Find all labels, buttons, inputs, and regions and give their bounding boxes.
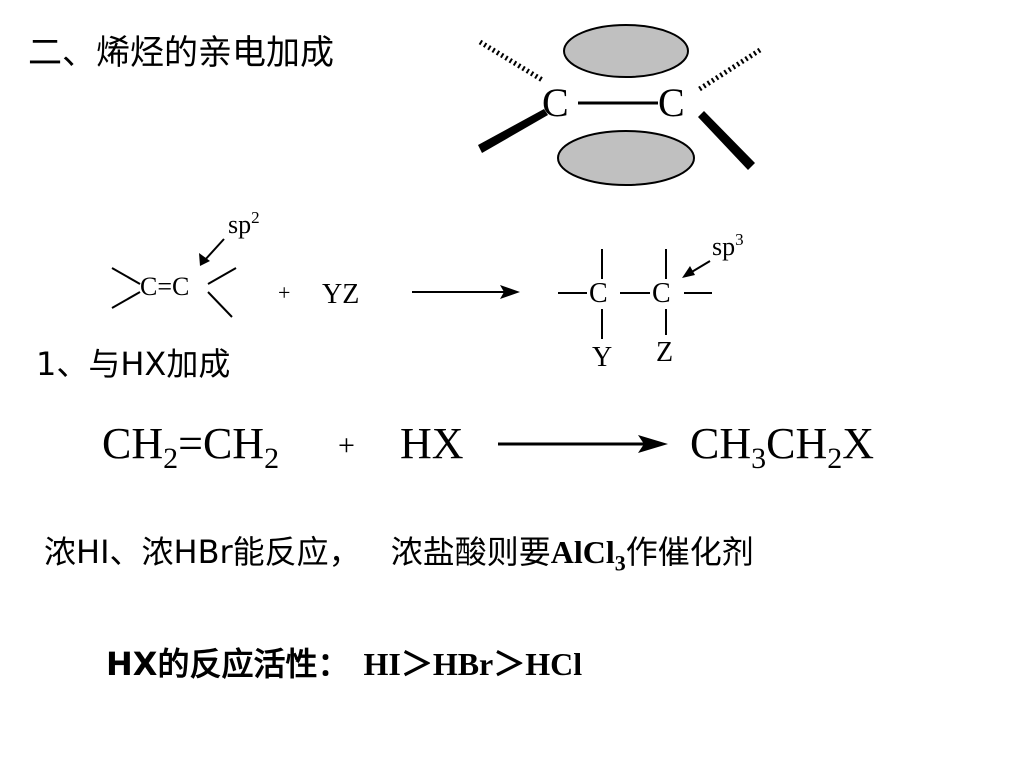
dashed-bond-left	[478, 39, 546, 84]
hx-equation-reagent: HX	[400, 419, 464, 468]
product-y: Y	[592, 342, 612, 373]
product-carbon-2: C	[652, 278, 671, 309]
product-z: Z	[656, 337, 673, 368]
wedge-bond-left	[478, 109, 548, 153]
wedge-bond-right	[698, 111, 755, 170]
sp2-label: sp2	[228, 208, 260, 239]
section-title-hx-addition: 1、与HX加成	[36, 345, 231, 383]
carbon-right-label: C	[658, 80, 685, 125]
product-carbon-1: C	[589, 278, 608, 309]
reagent-yz: YZ	[322, 279, 359, 310]
alkene-label: C=C	[140, 272, 189, 301]
sp2-arrowhead	[199, 253, 210, 266]
dashed-bond-right	[696, 47, 762, 93]
hx-equation-product: CH3CH2X	[690, 419, 875, 475]
hx-equation-reactant: CH2=CH2	[102, 419, 280, 475]
hx-equation-plus: +	[338, 429, 355, 462]
page-title: 二、烯烃的亲电加成	[28, 33, 334, 73]
general-addition-scheme: C=C sp2 + YZ C C Y Z sp3	[111, 208, 744, 373]
sp3-arrowhead	[682, 266, 695, 278]
hx-reactivity-order: HX的反应活性：HI＞HBr＞HCl	[106, 645, 583, 683]
pi-bond-orbital-diagram: C C	[478, 24, 762, 186]
pi-orbital-upper-lobe	[563, 24, 689, 78]
plus-sign: +	[278, 280, 290, 305]
reaction-arrowhead	[500, 285, 520, 299]
pi-orbital-lower-lobe	[557, 130, 695, 186]
reaction-condition-note: 浓HI、浓HBr能反应，浓盐酸则要AlCl3作催化剂	[44, 533, 754, 576]
hx-equation-arrow	[498, 435, 668, 453]
carbon-left-label: C	[542, 80, 569, 125]
sp3-label: sp3	[712, 230, 744, 261]
